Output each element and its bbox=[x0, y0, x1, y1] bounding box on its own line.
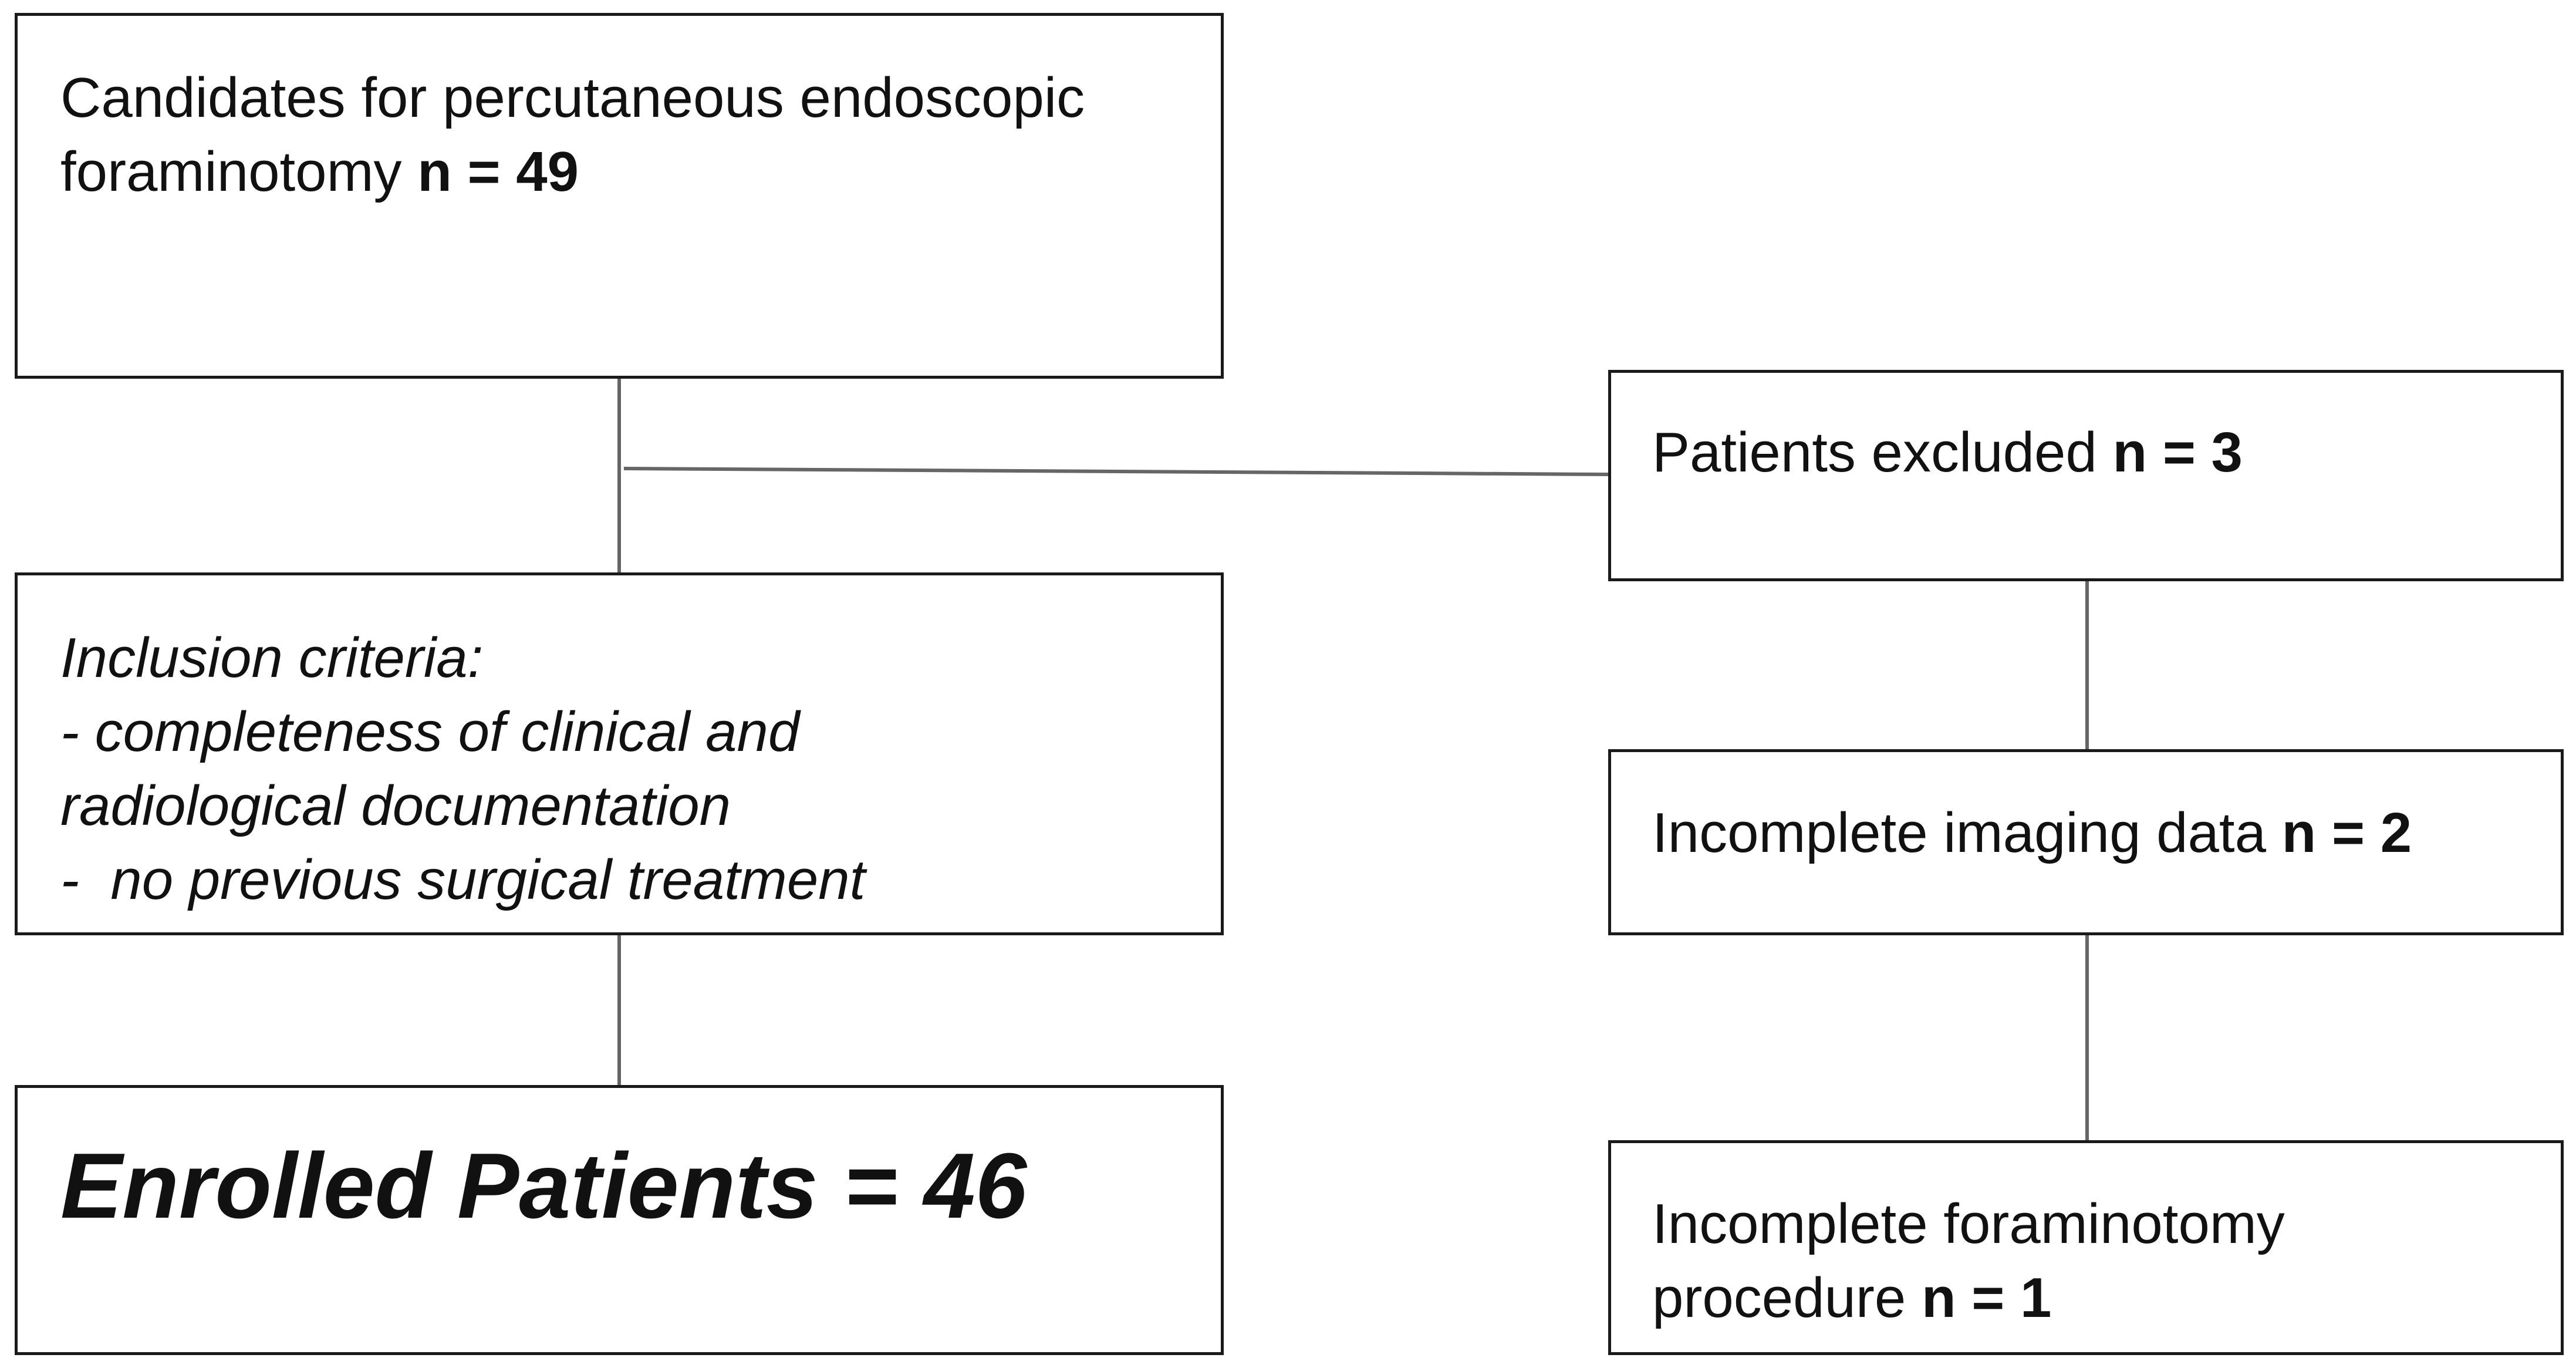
incomplete-procedure-label: Incomplete foraminotomy procedure n = 1 bbox=[1652, 1187, 2285, 1335]
candidates-line2: foraminotomy n = 49 bbox=[60, 135, 1085, 209]
candidates-label: Candidates for percutaneous endoscopic f… bbox=[60, 61, 1085, 209]
incomplete-procedure-box bbox=[1608, 1140, 2564, 1355]
enrolled-label: Enrolled Patients = 46 bbox=[60, 1134, 1027, 1238]
excluded-count: n = 3 bbox=[2112, 421, 2243, 484]
procedure-count: n = 1 bbox=[1921, 1266, 2052, 1329]
excluded-label: Patients excluded n = 3 bbox=[1652, 416, 2243, 490]
procedure-line2-text: procedure bbox=[1652, 1266, 1922, 1329]
incomplete-imaging-box bbox=[1608, 749, 2564, 935]
imaging-text: Incomplete imaging data bbox=[1652, 801, 2282, 864]
candidates-count: n = 49 bbox=[417, 140, 579, 203]
candidates-line1: Candidates for percutaneous endoscopic bbox=[60, 66, 1085, 129]
procedure-line2: procedure n = 1 bbox=[1652, 1261, 2285, 1335]
inclusion-criteria-box bbox=[15, 572, 1224, 935]
inclusion-criterion-3: - no previous surgical treatment bbox=[60, 848, 866, 911]
inclusion-heading: Inclusion criteria: bbox=[60, 626, 484, 689]
inclusion-criteria-label: Inclusion criteria: - completeness of cl… bbox=[60, 621, 865, 917]
excluded-text: Patients excluded bbox=[1652, 421, 2113, 484]
procedure-line1: Incomplete foraminotomy bbox=[1652, 1192, 2285, 1255]
candidates-box bbox=[15, 13, 1224, 379]
inclusion-criterion-1: - completeness of clinical and bbox=[60, 700, 800, 763]
incomplete-imaging-label: Incomplete imaging data n = 2 bbox=[1652, 796, 2412, 870]
excluded-box bbox=[1608, 370, 2564, 581]
connector-branch-to-excluded bbox=[623, 467, 1609, 476]
imaging-count: n = 2 bbox=[2281, 801, 2412, 864]
candidates-line2-text: foraminotomy bbox=[60, 140, 418, 203]
inclusion-criterion-2: radiological documentation bbox=[60, 774, 731, 837]
enrolled-box bbox=[15, 1085, 1224, 1355]
